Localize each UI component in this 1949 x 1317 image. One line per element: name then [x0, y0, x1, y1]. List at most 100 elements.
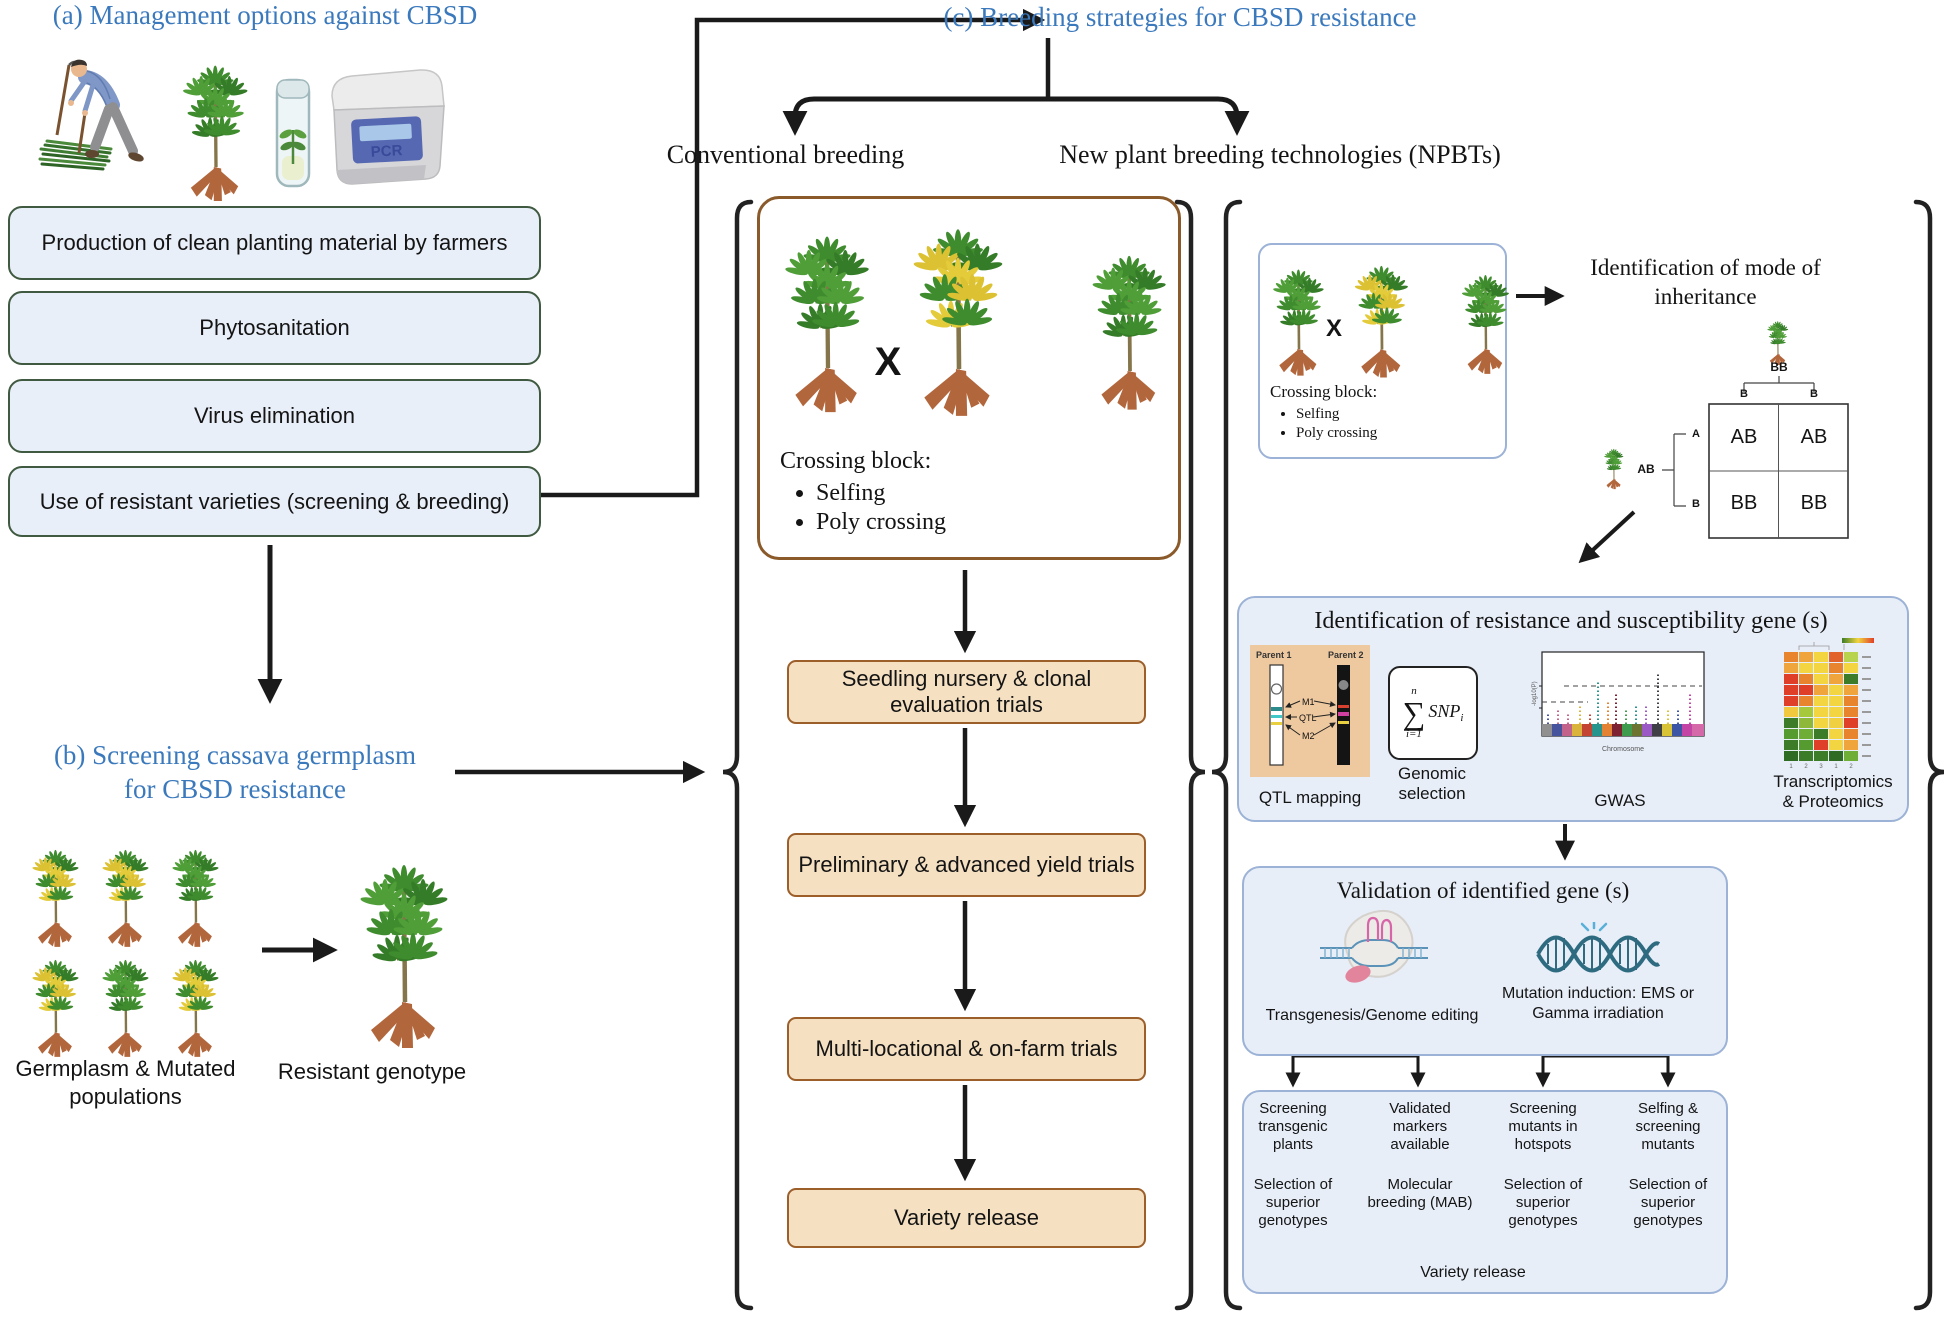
formula-term: SNP: [1428, 700, 1461, 721]
validation-title: Validation of identified gene (s): [1336, 878, 1630, 903]
heatmap-col-label: 1: [1789, 764, 1793, 770]
punnett-cell: AB: [1800, 426, 1828, 448]
brace-conventional-right: [1174, 199, 1206, 1311]
npbt-cross-symbol: X: [1325, 315, 1342, 342]
heatmap-col-label: 2: [1849, 764, 1853, 770]
c-split-right: [1048, 96, 1250, 136]
qtl-marker-m2: M2: [1302, 731, 1315, 741]
punnett-top-parent-plant-icon: [1758, 318, 1798, 366]
npbt-crossing-heading: Crossing block:: [1270, 382, 1378, 401]
brace-npbt-right: [1913, 199, 1945, 1311]
mutation-induction-label: Mutation induction: EMS or Gamma irradia…: [1501, 985, 1695, 1022]
identification-title: Identification of resistance and suscept…: [1314, 608, 1828, 634]
germplasm-plant-icon: [25, 953, 87, 1059]
resistant-genotype-label: Resistant genotype: [277, 1059, 467, 1084]
heatmap-col-label: 3: [1819, 764, 1823, 770]
qtl-parent2-label: Parent 2: [1328, 650, 1364, 660]
outcome-bottom-4: Selection of superior genotypes: [1628, 1176, 1708, 1229]
section-b-title-line1: (b) Screening cassava germplasm: [53, 740, 417, 770]
punnett-col-allele-1: B: [1740, 388, 1748, 400]
gwas-manhattan-plot-icon: -log10(P) Chromosome: [1532, 651, 1705, 753]
bullet-selfing: Selfing: [1296, 406, 1377, 423]
outcome-top-1: Screening transgenic plants: [1258, 1100, 1328, 1153]
punnett-row-allele-2: B: [1692, 498, 1700, 510]
npbt-crossing-bullets: Selfing Poly crossing: [1276, 404, 1377, 444]
transgenesis-label: Transgenesis/Genome editing: [1265, 1007, 1479, 1024]
conventional-crossing-heading: Crossing block:: [780, 448, 932, 474]
validation-box: [1242, 866, 1728, 1056]
inheritance-title: Identification of mode of inheritance: [1590, 255, 1821, 309]
option-virus-elimination: Virus elimination: [8, 379, 541, 453]
option-resistant-varieties: Use of resistant varieties (screening & …: [8, 466, 541, 537]
arrow-resistant-to-c: [537, 8, 1046, 498]
outcome-bottom-1: Selection of superior genotypes: [1253, 1176, 1333, 1229]
bullet-poly-crossing: Poly crossing: [1296, 425, 1377, 442]
outcome-bottom-2: Molecular breeding (MAB): [1367, 1176, 1473, 1211]
mutated-dna-icon: [1536, 922, 1660, 973]
germplasm-plant-icon: [25, 843, 87, 949]
parent-plant-diseased-icon: [908, 216, 1010, 420]
progeny-plant-icon: [1088, 238, 1172, 420]
brace-npbt-left: [1211, 199, 1243, 1311]
punnett-col-allele-2: B: [1810, 388, 1818, 400]
tissue-culture-tube-icon: [275, 78, 311, 188]
c-split-left: [782, 96, 1048, 136]
section-b-title-line2: for CBSD resistance: [124, 774, 346, 804]
qtl-marker-m1: M1: [1302, 697, 1315, 707]
brace-conventional-left: [722, 199, 754, 1311]
qtl-parent1-label: Parent 1: [1256, 650, 1292, 660]
conventional-crossing-bullets: Selfing Poly crossing: [790, 478, 946, 538]
genomic-selection-formula: n ∑ i=1 SNPi: [1388, 666, 1478, 760]
npbt-title: New plant breeding technologies (NPBTs): [1059, 140, 1501, 169]
germplasm-plant-icon: [95, 843, 157, 949]
npbt-parent-healthy-icon: [1268, 262, 1330, 378]
stage-variety-release: Variety release: [787, 1188, 1146, 1248]
section-a-title: (a) Management options against CBSD: [52, 0, 478, 30]
npbt-progeny-icon: [1458, 268, 1514, 376]
sigma-symbol: ∑: [1402, 695, 1426, 731]
pcr-label: PCR: [370, 142, 403, 161]
bullet-poly-crossing: Poly crossing: [816, 509, 946, 536]
punnett-left-parent-plant-icon: [1596, 446, 1632, 490]
punnett-top-genotype: BB: [1770, 360, 1788, 374]
gwas-label: GWAS: [1594, 791, 1646, 810]
omics-label: Transcriptomics & Proteomics: [1773, 772, 1893, 812]
bullet-selfing: Selfing: [816, 480, 946, 507]
qtl-mapping-icon: Parent 1 Parent 2 M1 QTL M2: [1250, 645, 1370, 777]
outcome-top-4: Selfing & screening mutants: [1635, 1100, 1701, 1153]
punnett-cell: AB: [1730, 426, 1758, 448]
outcomes-box: [1242, 1090, 1728, 1294]
transcriptomics-heatmap-icon: 1 2 3 1 2: [1784, 638, 1874, 770]
stage-seedling-nursery: Seedling nursery & clonal evaluation tri…: [787, 660, 1146, 724]
sum-upper: n: [1411, 685, 1417, 697]
stage-yield-trials: Preliminary & advanced yield trials: [787, 833, 1146, 897]
outcome-top-3: Screening mutants in hotspots: [1508, 1100, 1578, 1153]
germplasm-plant-icon: [95, 953, 157, 1059]
option-phytosanitation: Phytosanitation: [8, 291, 541, 365]
punnett-cell: BB: [1800, 492, 1828, 514]
resistant-genotype-plant-icon: [355, 852, 455, 1052]
stage-multilocational: Multi-locational & on-farm trials: [787, 1017, 1146, 1081]
cross-symbol: X: [874, 339, 902, 384]
farmer-pruning-icon: [38, 59, 144, 171]
arrow-punnett-to-identification: [1578, 510, 1636, 564]
outcome-top-2: Validated markers available: [1389, 1100, 1451, 1153]
qtl-marker-qtl: QTL: [1299, 713, 1317, 723]
punnett-row-allele-1: A: [1692, 428, 1700, 440]
section-c-title: (c) Breeding strategies for CBSD resista…: [943, 2, 1417, 32]
punnett-cell: BB: [1730, 492, 1758, 514]
germplasm-plant-icon: [165, 953, 227, 1059]
sum-lower: i=1: [1405, 728, 1422, 740]
heatmap-col-label: 2: [1804, 764, 1808, 770]
punnett-grid: [1709, 404, 1848, 538]
outcome-bottom-3: Selection of superior genotypes: [1503, 1176, 1583, 1229]
pcr-machine-icon: PCR: [331, 69, 445, 185]
conventional-breeding-title: Conventional breeding: [666, 140, 905, 169]
genomic-selection-label: Genomic selection: [1397, 764, 1467, 804]
qtl-mapping-label: QTL mapping: [1258, 788, 1362, 807]
gwas-xlabel: Chromosome: [1602, 746, 1644, 753]
parent-plant-healthy-icon: [780, 222, 876, 418]
npbt-parent-diseased-icon: [1348, 258, 1416, 380]
